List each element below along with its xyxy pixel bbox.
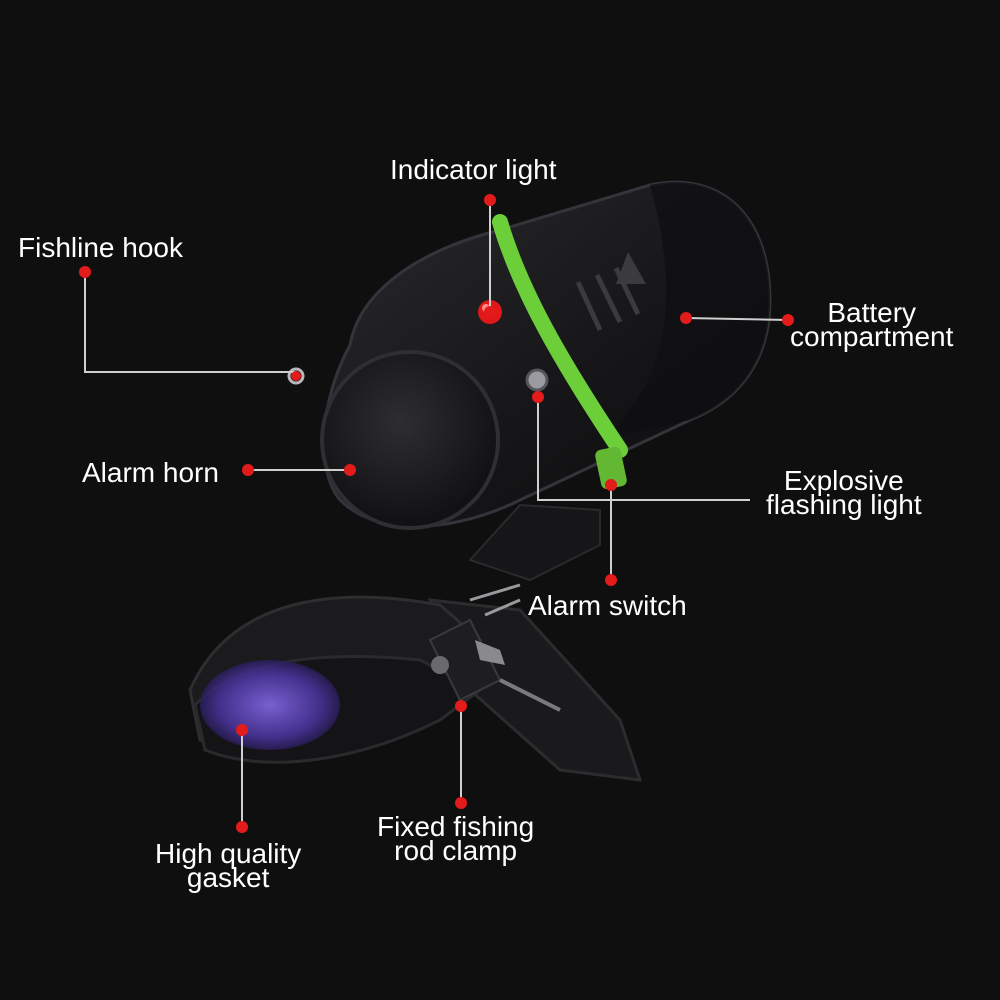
- alarm-horn: [320, 350, 500, 530]
- callout-line-flash: [537, 397, 750, 501]
- flashing-light-lens: [525, 368, 549, 392]
- label-indicator-light: Indicator light: [390, 154, 557, 185]
- callout-line-battery: [685, 317, 789, 321]
- label-alarm-switch: Alarm switch: [528, 590, 687, 621]
- label-fixed-fishing-rod-clamp: Fixed fishing rod clamp: [377, 811, 535, 866]
- clamp-pivot: [431, 656, 449, 674]
- callout-dots: [79, 194, 794, 833]
- label-alarm-horn: Alarm horn: [82, 457, 219, 488]
- gasket: [200, 660, 340, 750]
- label-high-quality-gasket: High quality gasket: [155, 838, 302, 893]
- label-battery-compartment: Battery compartment: [790, 297, 954, 352]
- label-explosive-flashing-light: Explosive flashing light: [766, 465, 922, 520]
- alarm-switch: [595, 446, 627, 490]
- fishline-hook: [287, 367, 305, 385]
- callout-line-hook: [84, 272, 296, 373]
- rod-clamp: [188, 503, 643, 782]
- accent-band: [492, 214, 628, 458]
- label-fishline-hook: Fishline hook: [18, 232, 183, 263]
- alarm-body: [287, 180, 772, 530]
- callout-lines: [84, 200, 789, 827]
